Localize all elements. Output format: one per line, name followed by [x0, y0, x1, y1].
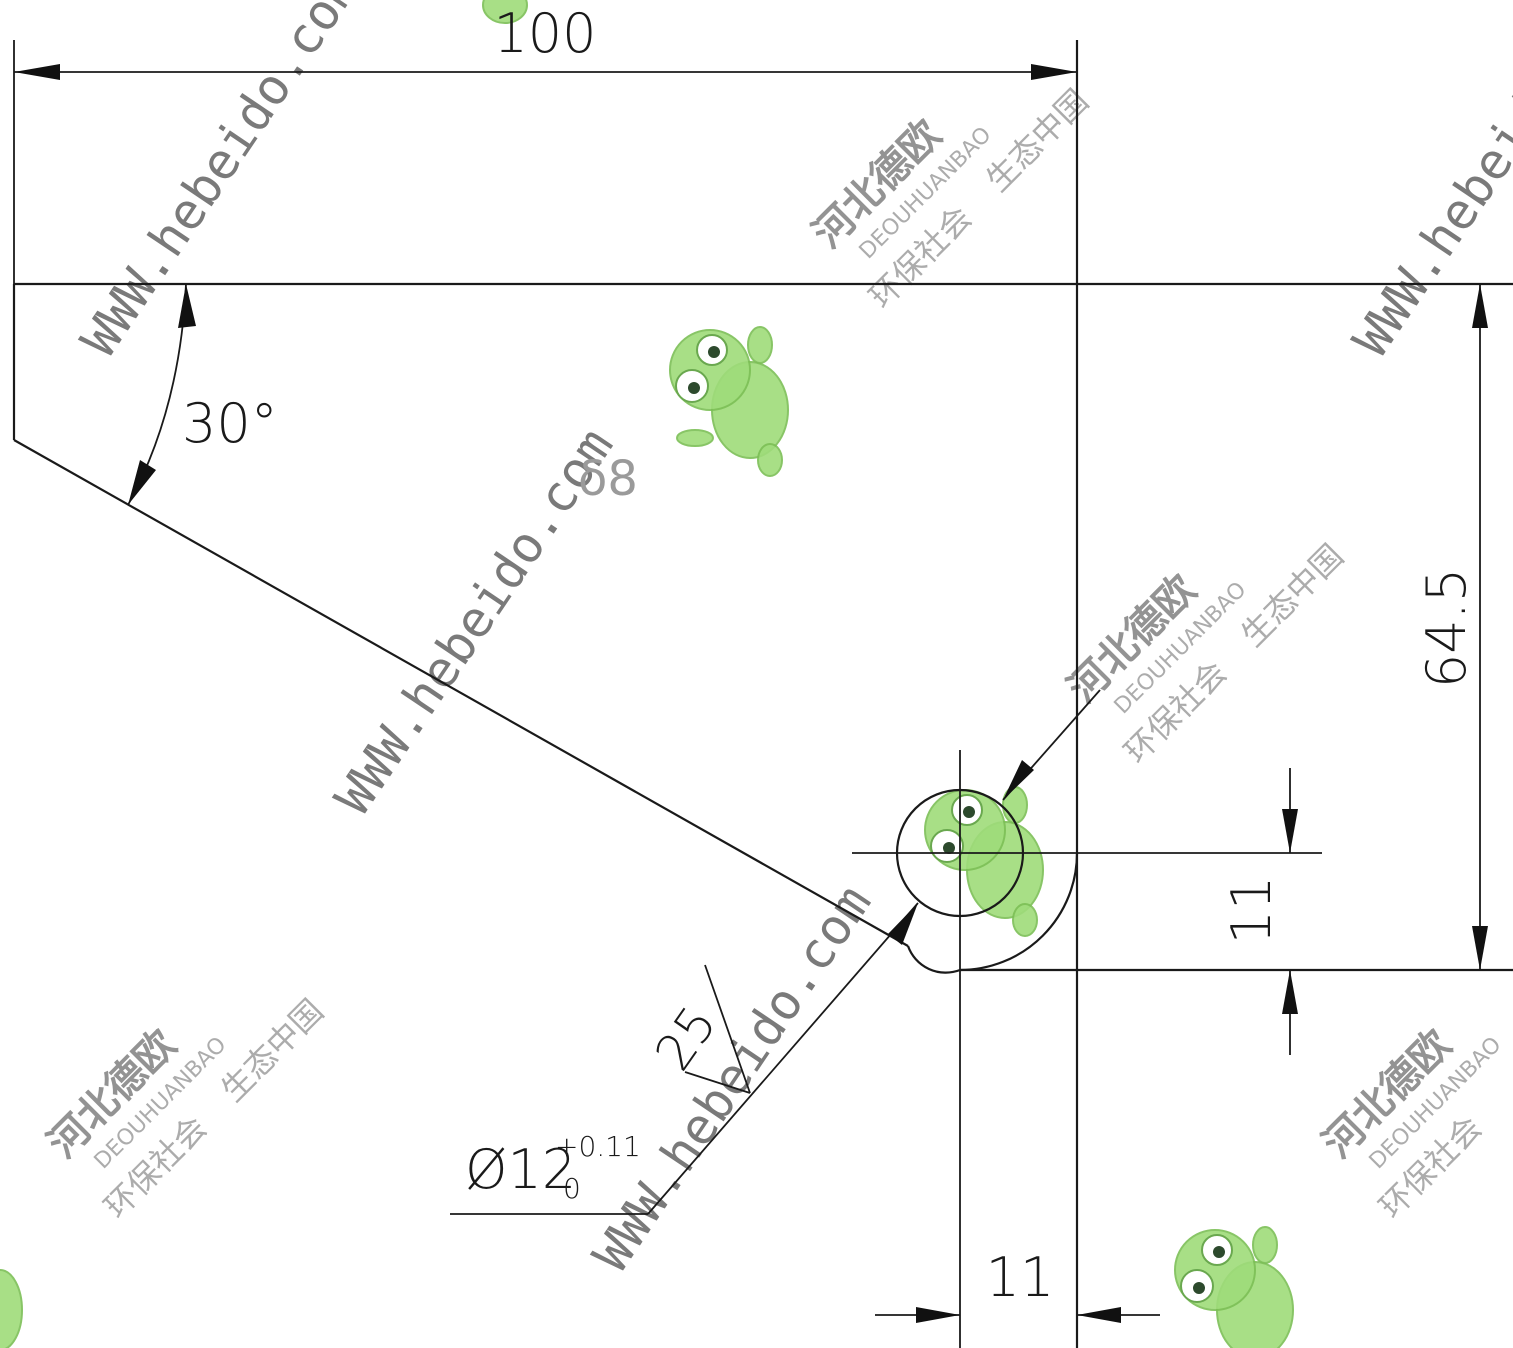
arrow-up-icon — [1472, 284, 1488, 328]
arrow-right-icon — [916, 1307, 960, 1323]
watermark-url: WWW.hebeido.com — [70, 0, 371, 367]
watermark-url: WWW.hebeido.com — [582, 875, 883, 1282]
arrow-up-icon — [178, 284, 196, 328]
frog-mascot-icon — [482, 0, 528, 24]
arrow-left-icon — [14, 64, 60, 80]
watermark-brand-block: 河北德欧 DEOUHUANBAO 环保社会 — [1315, 1021, 1507, 1225]
frog-mascot-icon — [669, 326, 789, 477]
watermark-brand-block: 河北德欧 DEOUHUANBAO 环保社会 生态中国 — [1060, 537, 1351, 771]
watermark-slogan-b: 生态中国 — [0, 588, 1, 705]
dimension-label-height: 64.5 — [1415, 568, 1478, 688]
arrow-down-icon — [1472, 926, 1488, 970]
dimension-width-top: 100 — [13, 2, 1077, 284]
hole-tolerance-lower: 0 — [563, 1172, 581, 1205]
arrow-down-icon — [128, 460, 156, 505]
outline-right-fillet — [959, 852, 1079, 972]
arrow-down-icon — [1282, 809, 1298, 853]
watermark-brand-block: 河北德欧 DEOUHUANBAO 环保社会 生态中国 — [40, 992, 331, 1226]
dimension-label-offset-v: 11 — [1220, 876, 1283, 945]
dimension-height-right: 64.5 — [1415, 284, 1488, 970]
arrow-down-left-icon — [1003, 760, 1034, 800]
watermark-url: WWW.hebeido.com — [1342, 0, 1513, 367]
hole-tolerance-upper: +0.11 — [555, 1130, 641, 1163]
outline-corner-fillet — [906, 945, 961, 974]
watermark-brand-block: 河北德欧 DEOUHUANBAO 环保社会 生态中国 — [805, 82, 1096, 316]
hole-diameter-label: Ø12 — [465, 1138, 576, 1201]
dimension-offset-vertical: 11 — [1220, 768, 1298, 1055]
dimension-angle: 30° — [127, 283, 278, 506]
arrow-left-icon — [1077, 1307, 1121, 1323]
arrow-right-icon — [1031, 64, 1077, 80]
roughness-long-leg — [704, 964, 751, 1094]
frog-mascot-icon — [0, 1269, 23, 1348]
dimension-hole-diameter: Ø12 +0.11 0 — [450, 689, 1101, 1215]
part-outline — [12, 40, 1513, 1348]
dimension-label-offset-h: 11 — [986, 1246, 1055, 1309]
dimension-label-width: 100 — [493, 2, 596, 65]
dimension-label-angle: 30° — [182, 392, 278, 455]
frog-mascot-icon — [1174, 1226, 1294, 1348]
arrow-up-right-icon — [888, 903, 918, 945]
outline-slanted-edge — [13, 439, 909, 947]
leader-line-lower — [647, 902, 919, 1215]
watermark-brand-block-partial: 生态中国 — [0, 588, 1, 705]
mounting-hole — [852, 750, 1322, 1348]
roughness-short-leg — [684, 1071, 751, 1094]
thickness-note: δ8 — [578, 451, 638, 507]
dimension-offset-horizontal: 11 — [875, 1246, 1160, 1323]
arrow-up-icon — [1282, 970, 1298, 1014]
